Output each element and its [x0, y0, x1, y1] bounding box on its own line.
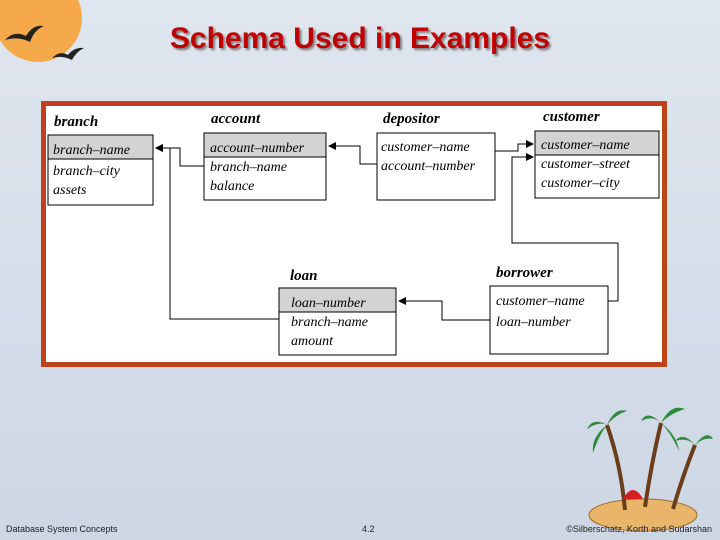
account-attr: balance [210, 179, 254, 194]
footer-copyright: ©Silberschatz, Korth and Sudarshan [566, 524, 712, 534]
page-title: Schema Used in Examples [169, 22, 551, 55]
table-borrower-title: borrower [496, 265, 553, 281]
branch-key: branch–name [53, 143, 130, 158]
loan-attr: branch–name [291, 315, 368, 330]
branch-attr: branch–city [53, 164, 121, 179]
table-branch: branch branch–name branch–city assets [47, 114, 154, 206]
sun-birds-logo [0, 0, 84, 62]
table-customer-title: customer [543, 109, 600, 125]
schema-diagram: branch branch–name branch–city assets ac… [41, 101, 667, 367]
table-loan: loan loan–number branch–name amount [278, 268, 397, 356]
loan-key: loan–number [291, 296, 366, 311]
account-key: account–number [210, 141, 305, 156]
table-account-title: account [211, 111, 261, 127]
depositor-attr: account–number [381, 159, 476, 174]
footer-page-number: 4.2 [362, 524, 375, 534]
fk-arrow [495, 140, 534, 152]
customer-key: customer–name [541, 138, 630, 153]
table-borrower: borrower customer–name loan–number [489, 265, 609, 355]
account-attr: branch–name [210, 160, 287, 175]
customer-attr: customer–street [541, 157, 631, 172]
fk-arrow [398, 297, 490, 321]
depositor-attr: customer–name [381, 140, 470, 155]
table-depositor-title: depositor [383, 111, 440, 127]
table-depositor: depositor customer–name account–number [376, 111, 496, 201]
table-loan-title: loan [290, 268, 318, 284]
footer-course-title: Database System Concepts [6, 524, 118, 534]
table-account: account account–number branch–name balan… [203, 111, 327, 201]
table-customer: customer customer–name customer–street c… [534, 109, 660, 199]
borrower-attr: loan–number [496, 315, 571, 330]
fk-arrow [328, 142, 377, 165]
bird-icon [52, 47, 84, 60]
bird-icon [5, 25, 44, 42]
borrower-attr: customer–name [496, 294, 585, 309]
customer-attr: customer–city [541, 176, 620, 191]
umbrella-icon [623, 490, 643, 499]
fk-arrow [155, 144, 279, 320]
palm-island-illustration [587, 407, 713, 532]
fk-arrow [511, 153, 619, 302]
loan-attr: amount [291, 334, 334, 349]
branch-attr: assets [53, 183, 87, 198]
table-branch-title: branch [54, 114, 98, 130]
